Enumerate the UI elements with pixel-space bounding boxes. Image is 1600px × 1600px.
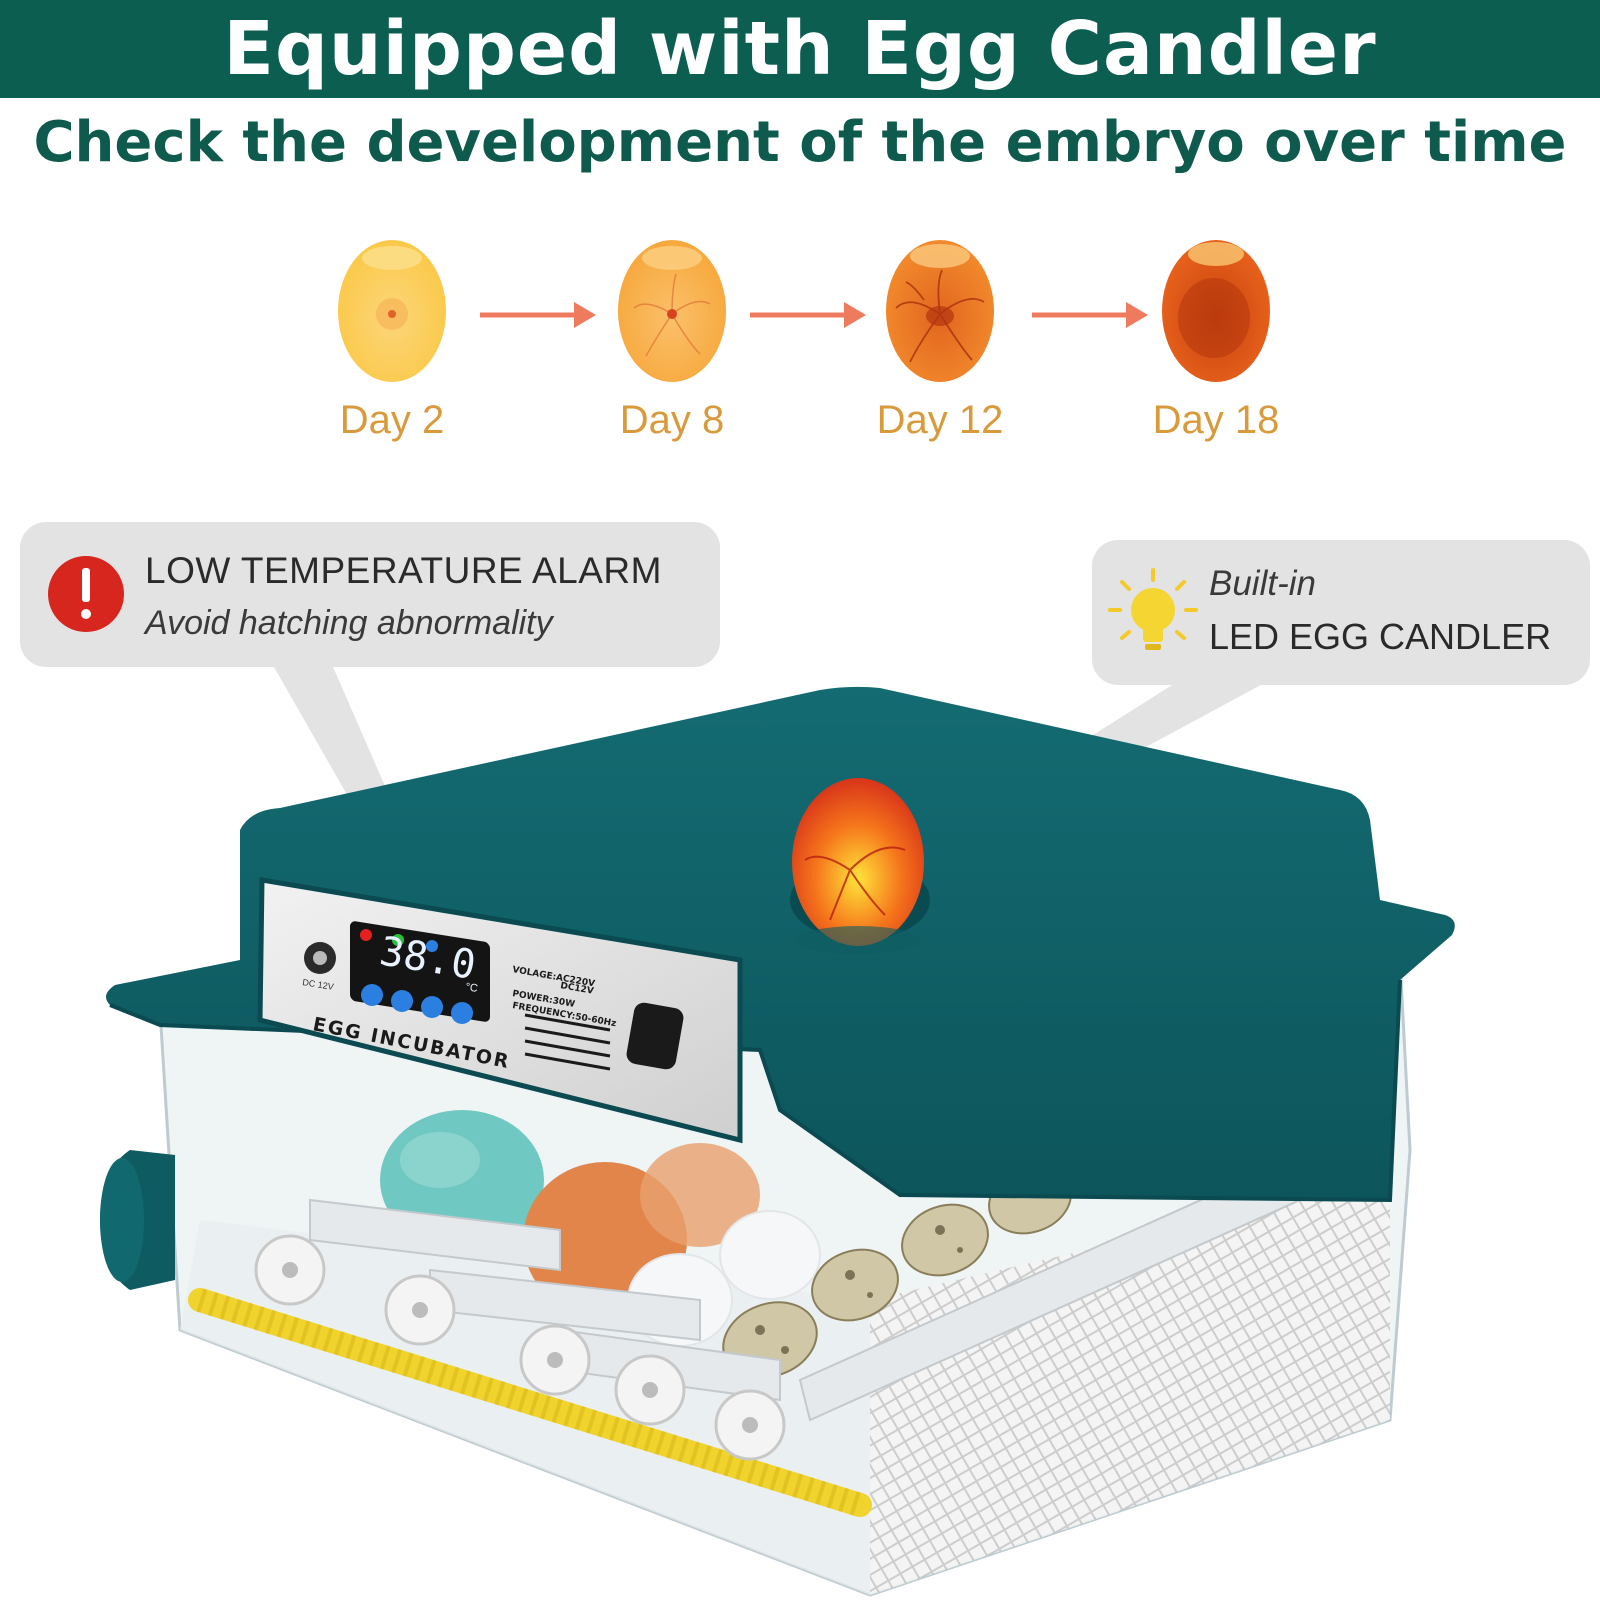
- temperature-unit: °C: [465, 981, 479, 995]
- header-banner: Equipped with Egg Candler: [0, 0, 1600, 98]
- alarm-title: LOW TEMPERATURE ALARM: [145, 550, 662, 591]
- page-subtitle: Check the development of the embryo over…: [33, 110, 1567, 175]
- stage-day-12: Day 12: [860, 238, 1020, 443]
- stage-label: Day 8: [619, 398, 725, 442]
- stage-label: Day 18: [1152, 398, 1280, 442]
- plus-button[interactable]: [391, 990, 413, 1012]
- exclamation-icon: [48, 556, 124, 632]
- arrow-right-icon: [1032, 302, 1148, 328]
- stage-day-8: Day 8: [592, 238, 752, 443]
- lightbulb-icon: [1108, 568, 1198, 650]
- egg-day-8-icon: [618, 240, 726, 382]
- banner-title: Equipped with Egg Candler: [223, 6, 1377, 92]
- egg-day-18-icon: [1162, 240, 1270, 382]
- stage-label: Day 2: [339, 398, 445, 442]
- low-temperature-alarm-callout: LOW TEMPERATURE ALARM Avoid hatching abn…: [20, 522, 720, 667]
- led-candler-callout: Built-in LED EGG CANDLER: [1092, 540, 1590, 685]
- stage-day-18: Day 18: [1136, 238, 1296, 443]
- development-stages: Day 2 Day 8: [0, 230, 1600, 470]
- settings-button[interactable]: [451, 1002, 473, 1024]
- stage-day-2: Day 2: [312, 238, 472, 443]
- candler-line-2: LED EGG CANDLER: [1209, 616, 1552, 657]
- egg-day-12-icon: [886, 240, 994, 382]
- candler-line-1: Built-in: [1209, 564, 1316, 603]
- arrow-right-icon: [750, 302, 866, 328]
- set-button[interactable]: [361, 984, 383, 1006]
- power-socket: [626, 1002, 684, 1070]
- dc-label: DC 12V: [302, 977, 335, 992]
- arrow-right-icon: [480, 302, 596, 328]
- alarm-subtitle: Avoid hatching abnormality: [145, 604, 553, 642]
- stage-label: Day 12: [876, 398, 1004, 442]
- minus-button[interactable]: [421, 996, 443, 1018]
- egg-day-2-icon: [338, 240, 446, 382]
